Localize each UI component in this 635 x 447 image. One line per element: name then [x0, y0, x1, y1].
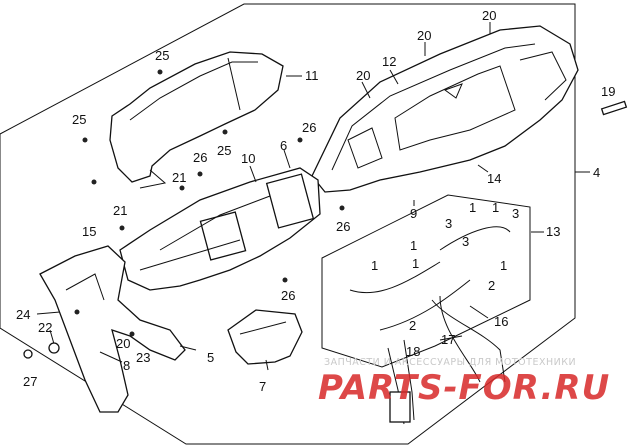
callout: 14 [487, 171, 501, 186]
callout: 3 [462, 234, 469, 249]
callout: 26 [281, 288, 295, 303]
callout: 21 [113, 203, 127, 218]
assembly-boundary [0, 3, 576, 445]
callout: 17 [441, 332, 455, 347]
callout: 4 [593, 165, 600, 180]
callout: 2 [488, 278, 495, 293]
cluster-visor [311, 25, 579, 193]
watermark-logo: PARTS-FOR.RU [318, 368, 611, 408]
callout-labels: 25 11 20 12 20 20 19 25 26 26 6 10 21 25… [16, 8, 615, 394]
callout: 2 [409, 318, 416, 333]
callout: 10 [241, 151, 255, 166]
callout: 1 [410, 238, 417, 253]
callout: 3 [445, 216, 452, 231]
upper-cover [109, 51, 284, 189]
callout: 20 [417, 28, 431, 43]
callout: 25 [72, 112, 86, 127]
callout: 13 [546, 224, 560, 239]
callout: 5 [207, 350, 214, 365]
callout: 18 [406, 344, 420, 359]
switch-unit [227, 309, 303, 365]
callout: 20 [482, 8, 496, 23]
callout: 27 [23, 374, 37, 389]
leader-lines [36, 22, 590, 371]
callout: 15 [82, 224, 96, 239]
watermark-tagline: ЗАПЧАСТИ И АКСЕССУАРЫ ДЛЯ МОТОТЕХНИКИ [324, 357, 577, 368]
callout: 11 [305, 68, 319, 83]
callout: 1 [500, 258, 507, 273]
callout: 23 [136, 350, 150, 365]
pin-19 [600, 100, 628, 116]
callout: 1 [469, 200, 476, 215]
callout: 26 [193, 150, 207, 165]
callout: 1 [492, 200, 499, 215]
callout: 25 [217, 143, 231, 158]
callout: 20 [116, 336, 130, 351]
callout: 9 [410, 206, 417, 221]
callout: 19 [601, 84, 615, 99]
callout: 21 [172, 170, 186, 185]
callout: 26 [336, 219, 350, 234]
fasteners [23, 69, 345, 359]
callout: 7 [259, 379, 266, 394]
callout: 20 [356, 68, 370, 83]
wiring-harness [349, 226, 511, 425]
callout: 26 [302, 120, 316, 135]
callout: 22 [38, 320, 52, 335]
callout: 8 [123, 358, 130, 373]
callout: 24 [16, 307, 30, 322]
meter-body [119, 167, 321, 291]
callout: 1 [371, 258, 378, 273]
callout: 16 [494, 314, 508, 329]
lower-bracket [39, 245, 186, 413]
wiring-boundary [321, 194, 531, 368]
callout: 3 [512, 206, 519, 221]
callout: 1 [412, 256, 419, 271]
callout: 12 [382, 54, 396, 69]
callout: 25 [155, 48, 169, 63]
callout: 6 [280, 138, 287, 153]
